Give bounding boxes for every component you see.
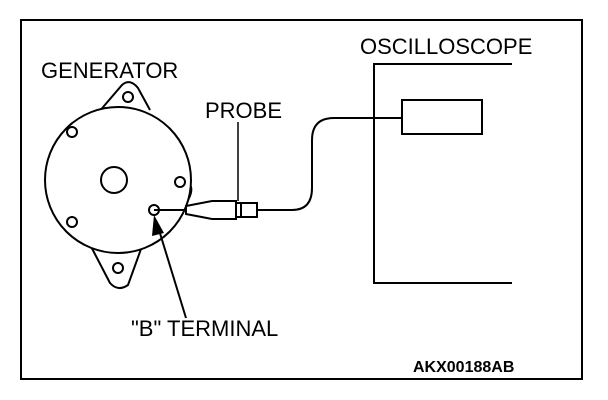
oscilloscope-drawing <box>373 63 512 284</box>
oscilloscope-label: OSCILLOSCOPE <box>360 34 533 59</box>
oscilloscope-outline <box>373 63 512 284</box>
probe-clip <box>185 200 237 220</box>
generator-drawing <box>44 81 193 289</box>
probe-assembly <box>154 117 402 220</box>
probe-cable <box>257 117 402 211</box>
generator-label: GENERATOR <box>41 58 179 83</box>
probe-plug <box>235 202 258 218</box>
generator-bolt-left <box>66 126 78 138</box>
b-terminal-leader-line <box>158 229 187 319</box>
generator-bottom-ear <box>84 234 146 289</box>
generator-bolt-right <box>174 176 186 188</box>
figure-code: AKX00188AB <box>413 359 515 376</box>
probe-label: PROBE <box>205 98 283 123</box>
b-terminal-arrowhead <box>152 215 164 236</box>
b-terminal-arrow <box>152 215 187 319</box>
generator-top-ear <box>97 81 151 114</box>
b-terminal-label: "B" TERMINAL <box>131 316 279 341</box>
generator-hub <box>100 166 128 194</box>
generator-bolt-lower-left <box>66 216 78 228</box>
figure-frame <box>20 19 583 380</box>
generator-bolt-top <box>122 91 134 103</box>
generator-bolt-bottom <box>112 262 124 274</box>
oscilloscope-input-box <box>401 99 483 135</box>
